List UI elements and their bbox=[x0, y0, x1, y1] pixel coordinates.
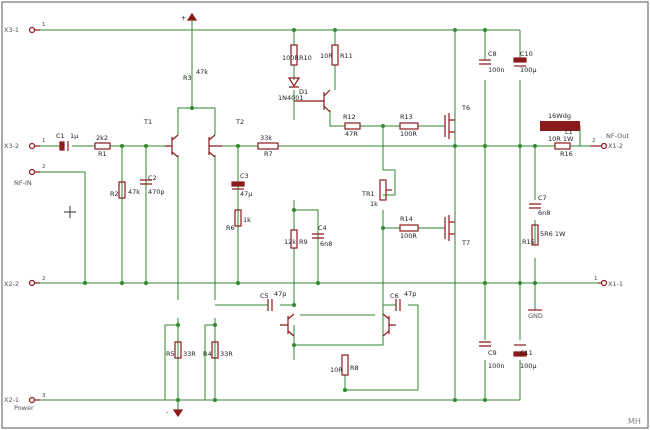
r6-value: 1k bbox=[243, 216, 251, 224]
tr1-label: TR1 bbox=[361, 190, 375, 198]
port-power: Power bbox=[14, 404, 34, 412]
l1-value: 16Wdg bbox=[548, 112, 571, 120]
pin-number: 2 bbox=[42, 276, 46, 282]
port-x3-1: X3-1 bbox=[4, 26, 19, 34]
pin-number: 3 bbox=[42, 393, 46, 399]
r15-value: 5R6 1W bbox=[540, 230, 566, 238]
r11-value: 10R bbox=[320, 52, 333, 60]
t1-label: T1 bbox=[143, 118, 152, 126]
port-x3-2: X3-2 bbox=[4, 142, 19, 150]
tr1-value: 1k bbox=[370, 200, 378, 208]
parts bbox=[59, 12, 580, 418]
c4-label: C4 bbox=[318, 224, 327, 232]
c2-value: 470p bbox=[148, 188, 165, 196]
r8-label: R8 bbox=[350, 364, 359, 372]
pin-number: 2 bbox=[42, 164, 46, 170]
r5-value: 33R bbox=[183, 350, 196, 358]
t2-label: T2 bbox=[235, 118, 244, 126]
c6-label: C6 bbox=[390, 292, 399, 300]
r11-label: R11 bbox=[340, 52, 353, 60]
port-x2-2: X2-2 bbox=[4, 280, 19, 288]
l1-label: L1 bbox=[565, 128, 573, 136]
r12-value: 47R bbox=[345, 130, 358, 138]
c9-value: 100n bbox=[488, 362, 505, 370]
t6-label: T6 bbox=[461, 104, 470, 112]
r4-value: 33R bbox=[220, 350, 233, 358]
r8-value: 10R bbox=[330, 366, 343, 374]
r3-label: R3 bbox=[183, 74, 192, 82]
c3-label: C3 bbox=[240, 172, 249, 180]
c10-value: 100µ bbox=[520, 66, 537, 74]
c11-value: 100µ bbox=[520, 362, 537, 370]
port-x1-1: X1-1 bbox=[608, 280, 623, 288]
r7-value: 33k bbox=[260, 134, 272, 142]
r16-value: 10R 1W bbox=[548, 135, 574, 143]
r16-label: R16 bbox=[560, 150, 573, 158]
c5-value: 47p bbox=[274, 290, 286, 298]
c1-label: C1 bbox=[56, 132, 65, 140]
r13-label: R13 bbox=[400, 113, 413, 121]
c7-value: 6n8 bbox=[538, 209, 550, 217]
c5-label: C5 bbox=[260, 292, 269, 300]
t7-label: T7 bbox=[461, 239, 470, 247]
junctions bbox=[83, 28, 537, 402]
pin-number: 1 bbox=[42, 138, 46, 144]
d1-label: D1 bbox=[299, 88, 308, 96]
c7-label: C7 bbox=[538, 194, 547, 202]
r2-value: 47k bbox=[128, 188, 140, 196]
r7-label: R7 bbox=[264, 150, 273, 158]
port-x2-1: X2-1 bbox=[4, 396, 19, 404]
c9-label: C9 bbox=[488, 349, 497, 357]
port-nf-out: NF-Out bbox=[606, 132, 629, 140]
r13-value: 100R bbox=[400, 130, 417, 138]
r1-value: 2k2 bbox=[96, 134, 108, 142]
gnd-label: GND bbox=[528, 312, 543, 320]
r6-label: R6 bbox=[226, 224, 235, 232]
pin-number: 1 bbox=[42, 22, 46, 28]
c6-value: 47p bbox=[404, 290, 416, 298]
r2-label: R2 bbox=[110, 190, 119, 198]
wires bbox=[40, 20, 600, 410]
r4-label: R4 bbox=[203, 350, 212, 358]
c8-label: C8 bbox=[488, 50, 497, 58]
d1-value: 1N4001 bbox=[278, 94, 304, 102]
pin-number: 2 bbox=[592, 138, 596, 144]
r9-value: 12k bbox=[284, 238, 296, 246]
rail-plus-label: + bbox=[181, 14, 186, 22]
labels: X3-1 X3-2 NF-IN X2-2 X2-1 Power X1-2 NF-… bbox=[4, 14, 641, 426]
r12-label: R12 bbox=[343, 113, 356, 121]
r15-label: R15 bbox=[522, 238, 535, 246]
c2-label: C2 bbox=[148, 174, 157, 182]
c11-label: C11 bbox=[520, 349, 533, 357]
c10-label: C10 bbox=[520, 50, 533, 58]
c1-value: 1µ bbox=[70, 132, 78, 140]
port-nf-in: NF-IN bbox=[14, 179, 32, 187]
r9-label: R9 bbox=[299, 238, 308, 246]
r1-label: R1 bbox=[98, 150, 107, 158]
port-x1-2: X1-2 bbox=[608, 142, 623, 150]
r14-label: R14 bbox=[400, 215, 413, 223]
r10-label: R10 bbox=[299, 54, 312, 62]
r3-value: 47k bbox=[196, 68, 208, 76]
author-credit: MH bbox=[628, 417, 641, 426]
r14-value: 100R bbox=[400, 232, 417, 240]
c4-value: 6n8 bbox=[320, 240, 332, 248]
connector-symbols bbox=[28, 26, 608, 404]
r10-value: 100R bbox=[282, 54, 299, 62]
c3-value: 47µ bbox=[240, 190, 252, 198]
c8-value: 100n bbox=[488, 66, 505, 74]
pin-number: 1 bbox=[594, 276, 598, 282]
r5-label: R5 bbox=[166, 350, 175, 358]
rail-minus-label: - bbox=[166, 408, 169, 416]
